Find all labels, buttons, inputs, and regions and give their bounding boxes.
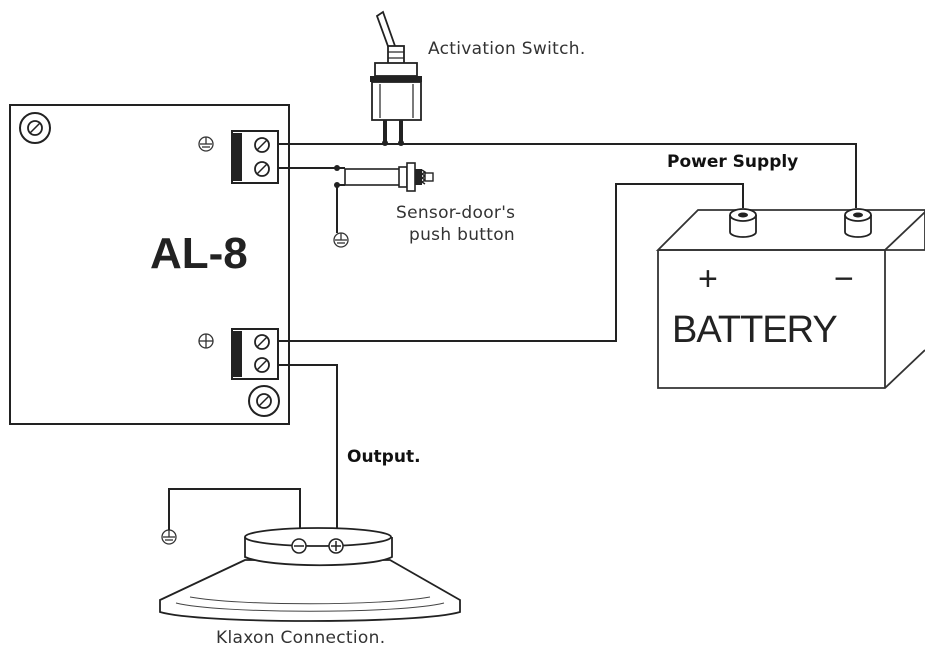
positive-symbol-icon [198,333,214,349]
klaxon-minus-terminal-icon [291,538,307,554]
terminal-block-bottom [231,328,279,380]
wires [168,143,857,530]
battery-plus-sign: + [698,260,718,298]
terminal-block-top [231,130,279,184]
wire-positive-to-battery [278,183,744,342]
mounting-hole-bottom-right [248,385,280,417]
power-supply-label: Power Supply [667,152,798,172]
sensor-door-label-line1: Sensor-door's [396,203,515,223]
battery-label: BATTERY [672,309,837,351]
klaxon-plus-terminal-icon [328,538,344,554]
sensor-door-label-line2: push button [409,225,515,245]
push-button-ground-icon [333,232,349,248]
wire-klaxon-ground [168,488,301,530]
activation-switch-label: Activation Switch. [428,39,586,59]
ground-symbol-icon [198,136,214,152]
klaxon-ground-icon [161,529,177,545]
battery-minus-sign: − [834,260,854,298]
klaxon-label: Klaxon Connection. [216,628,385,646]
device-name: AL-8 [150,229,248,278]
wire-ground-to-battery-negative [278,143,857,208]
wire-output-to-klaxon [278,364,338,528]
battery-terminal-positive [729,208,757,238]
output-label: Output. [347,447,421,467]
klaxon-icon [159,527,461,622]
battery: + − BATTERY [655,208,925,389]
activation-switch-icon [370,10,422,146]
mounting-hole-top-left [19,112,51,144]
battery-terminal-negative [844,208,872,238]
push-button-icon [344,162,434,192]
